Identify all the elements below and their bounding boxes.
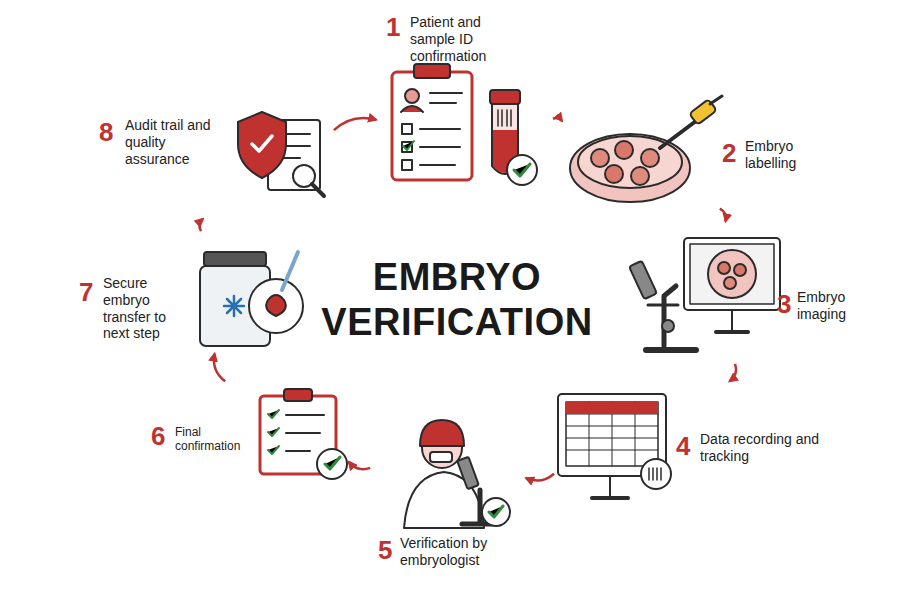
process-step: 4 Data recording and tracking <box>558 385 858 515</box>
step-number: 8 <box>99 119 113 145</box>
step-number: 2 <box>722 140 736 166</box>
step-label: Patient and sample ID confirmation <box>410 14 522 64</box>
step-number: 4 <box>676 433 690 459</box>
diagram-title: EMBRYO VERIFICATION <box>307 255 607 345</box>
flow-arrow <box>720 209 726 222</box>
imaging-station-icon <box>629 238 780 350</box>
flow-arrow <box>199 219 203 231</box>
flow-arrow <box>214 354 225 382</box>
process-step: 2 Embryo labelling <box>565 100 824 205</box>
process-step: 1 Patient and sample ID confirmation <box>380 8 550 188</box>
data-monitor-icon <box>558 394 671 498</box>
step-label: Final confirmation <box>175 425 257 454</box>
clipboard-icon <box>392 64 472 180</box>
process-step: 6 Final confirmation <box>145 385 345 480</box>
flow-arrow <box>526 474 554 481</box>
step-number: 1 <box>386 14 400 40</box>
step-label: Secure embryo transfer to next step <box>103 275 189 342</box>
process-step: 5 Verification by embryologist <box>374 395 522 585</box>
step-label: Embryo labelling <box>745 138 820 172</box>
sample-tube-icon <box>490 90 537 185</box>
process-step: 7 Secure embryo transfer to next step <box>75 235 307 350</box>
process-step: 3Embryo imaging <box>625 225 890 360</box>
step-number: 5 <box>378 537 392 563</box>
flow-arrow <box>553 118 562 121</box>
step-number: 6 <box>151 423 165 449</box>
checklist-icon <box>260 389 347 479</box>
embryologist-icon <box>404 420 510 528</box>
step-number: 3 <box>777 291 791 317</box>
process-step: 8 Audit trail and quality assurance <box>95 105 330 215</box>
flow-arrow <box>349 462 370 469</box>
petri-dish-icon <box>570 96 722 202</box>
cryo-container-icon <box>200 252 303 346</box>
flow-arrow <box>334 118 376 130</box>
flow-arrow <box>730 364 736 381</box>
step-label: Verification by embryologist <box>400 535 518 569</box>
step-label: Embryo imaging <box>797 289 877 323</box>
step-label: Data recording and tracking <box>700 431 835 465</box>
step-label: Audit trail and quality assurance <box>125 117 221 167</box>
audit-icon <box>238 112 324 196</box>
step-number: 7 <box>79 279 93 305</box>
